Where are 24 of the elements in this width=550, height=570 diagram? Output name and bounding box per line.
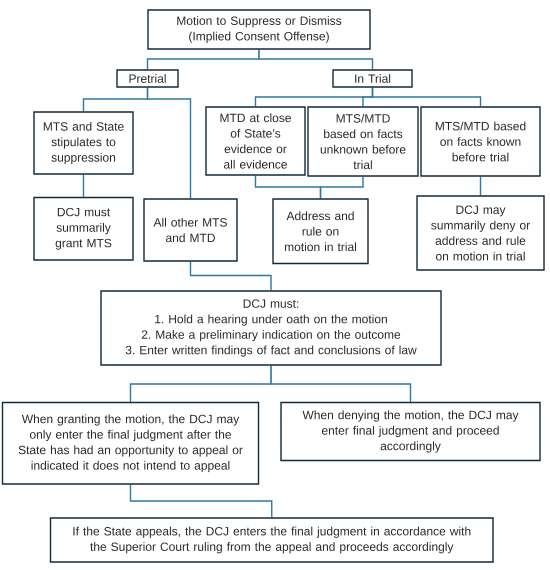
process-box: DCJ must: 1. Hold a hearing under oath on the motion 2. Make a preliminary indication on the outcome 3. Enter written findings of fact and conclusions of law [100,290,442,366]
process-box: When denying the motion, the DCJ may enter final judgment and proceed accordingly [280,402,541,462]
process-box: MTS/MTD based on facts unknown before trial [307,106,419,177]
process-box: If the State appeals, the DCJ enters the final judgment in accordance with the Superior Court ruling from the appeal and proceeds accordingly [50,517,494,563]
heading-box: Motion to Suppress or Dismiss (Implied Consent Offense) [147,9,371,50]
connector-line [372,88,482,106]
process-box: MTS and State stipulates to suppression [33,111,134,175]
category-box: Pretrial [116,69,179,88]
process-box: When granting the motion, the DCJ may only enter the final judgment after the State has had an opportunity to appeal or indicated it does not intend to appeal [2,402,260,485]
process-box: MTS/MTD based on facts known before trial [420,106,541,177]
connector-line [82,174,84,197]
process-box: DCJ may summarily deny or address and rule on motion in trial [416,195,545,271]
category-box: In Trial [332,69,413,88]
connector-line [320,176,364,198]
connector-line [190,262,272,290]
process-box: MTD at close of State’s evidence or all evidence [205,106,306,176]
connector-line [130,484,272,518]
connector-line [146,88,192,198]
process-box: DCJ must summarily grant MTS [33,196,134,261]
process-box: All other MTS and MTD [143,198,238,262]
connector-line [270,366,412,402]
process-box: Address and rule on motion in trial [272,198,369,264]
connector-line [480,176,482,196]
connector-line [258,50,374,70]
